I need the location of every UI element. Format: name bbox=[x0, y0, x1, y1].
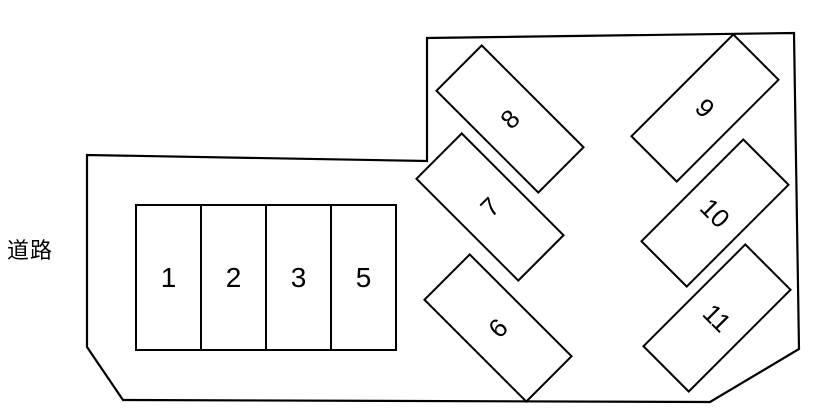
stall-number-7: 7 bbox=[474, 191, 506, 223]
parking-stall-5: 5 bbox=[330, 204, 397, 351]
stall-number-3: 3 bbox=[290, 261, 307, 293]
stall-number-10: 10 bbox=[694, 192, 736, 234]
parking-stall-3: 3 bbox=[265, 204, 332, 351]
parking-stall-1: 1 bbox=[135, 204, 202, 351]
stall-number-11: 11 bbox=[696, 297, 738, 339]
stall-number-9: 9 bbox=[689, 92, 721, 124]
stall-number-1: 1 bbox=[160, 261, 177, 293]
stall-number-2: 2 bbox=[225, 261, 242, 293]
parking-stall-2: 2 bbox=[200, 204, 267, 351]
stall-number-6: 6 bbox=[482, 312, 514, 344]
stall-number-8: 8 bbox=[494, 103, 526, 135]
lot-boundary-polygon bbox=[85, 31, 801, 404]
stall-number-5: 5 bbox=[355, 261, 372, 293]
road-label: 道路 bbox=[7, 238, 54, 263]
